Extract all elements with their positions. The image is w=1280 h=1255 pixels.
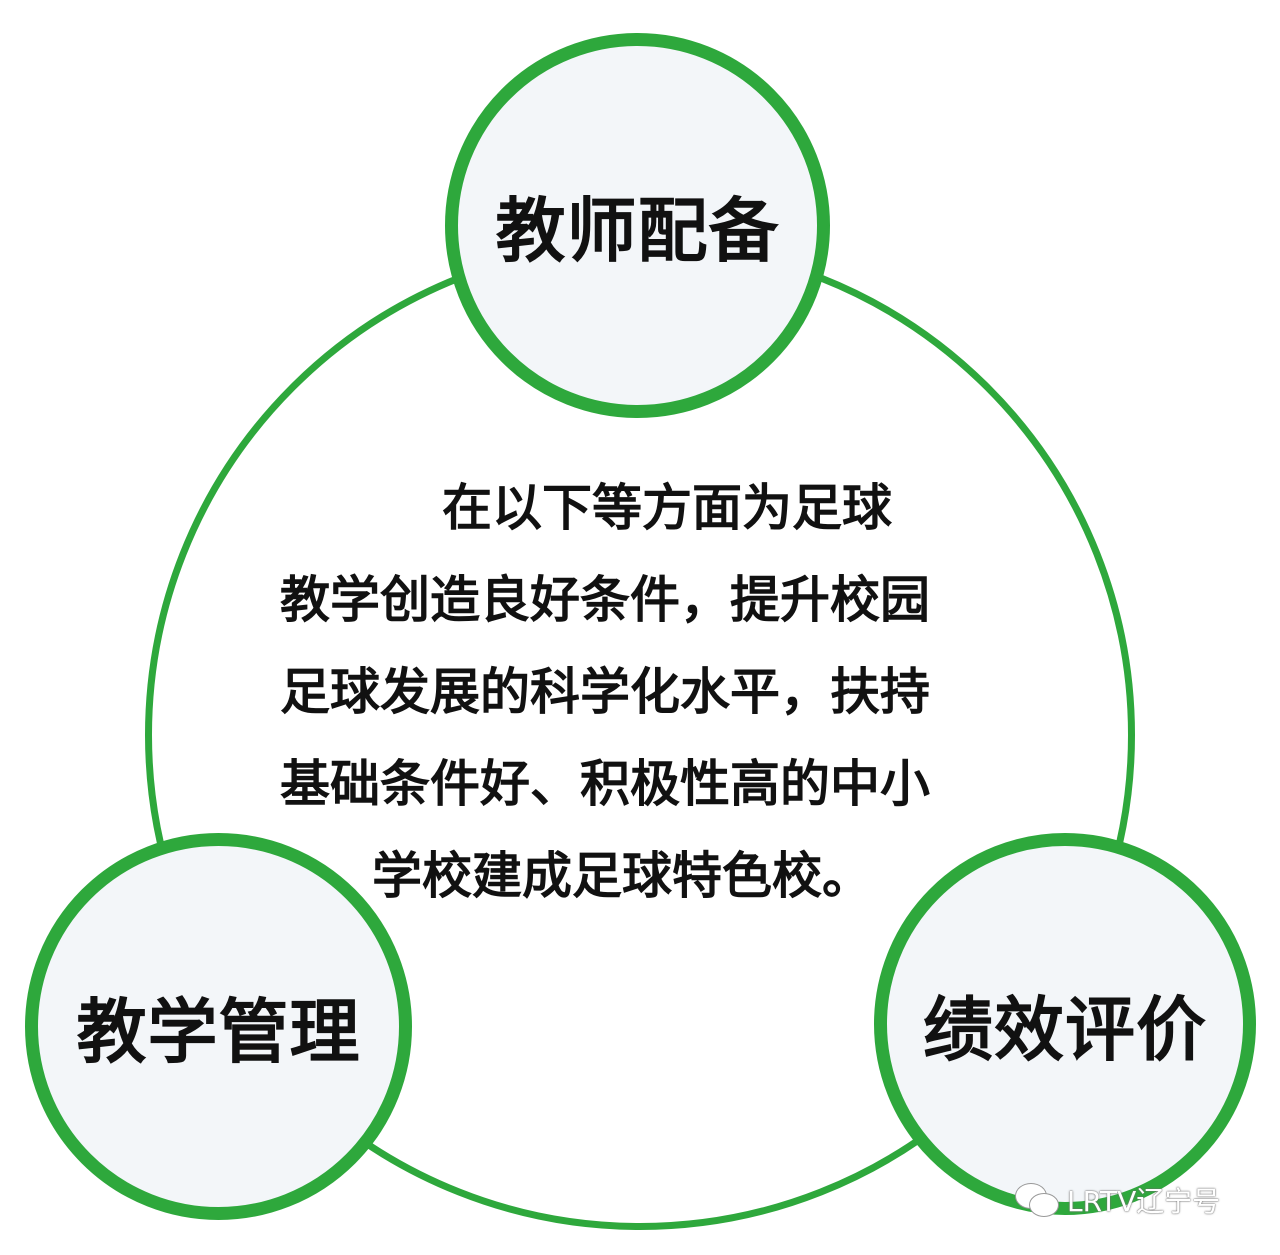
node-teacher-staffing: 教师配备 — [445, 33, 830, 418]
center-line: 学校建成足球特色校。 — [372, 847, 872, 905]
node-label: 教师配备 — [495, 190, 780, 272]
node-label: 教学管理 — [76, 991, 361, 1073]
watermark-text: LRTV辽宁号 — [1067, 1185, 1221, 1218]
wechat-icon — [1015, 1183, 1059, 1217]
center-description: 在以下等方面为足球 教学创造良好条件，提升校园 足球发展的科学化水平，扶持 基础… — [280, 462, 1020, 922]
node-label: 绩效评价 — [923, 988, 1207, 1071]
center-line: 教学创造良好条件，提升校园 — [280, 571, 930, 629]
center-line: 基础条件好、积极性高的中小 — [280, 755, 930, 813]
center-line: 在以下等方面为足球 — [442, 479, 892, 537]
watermark: LRTV辽宁号 — [1015, 1180, 1220, 1220]
center-line: 足球发展的科学化水平，扶持 — [280, 663, 930, 721]
